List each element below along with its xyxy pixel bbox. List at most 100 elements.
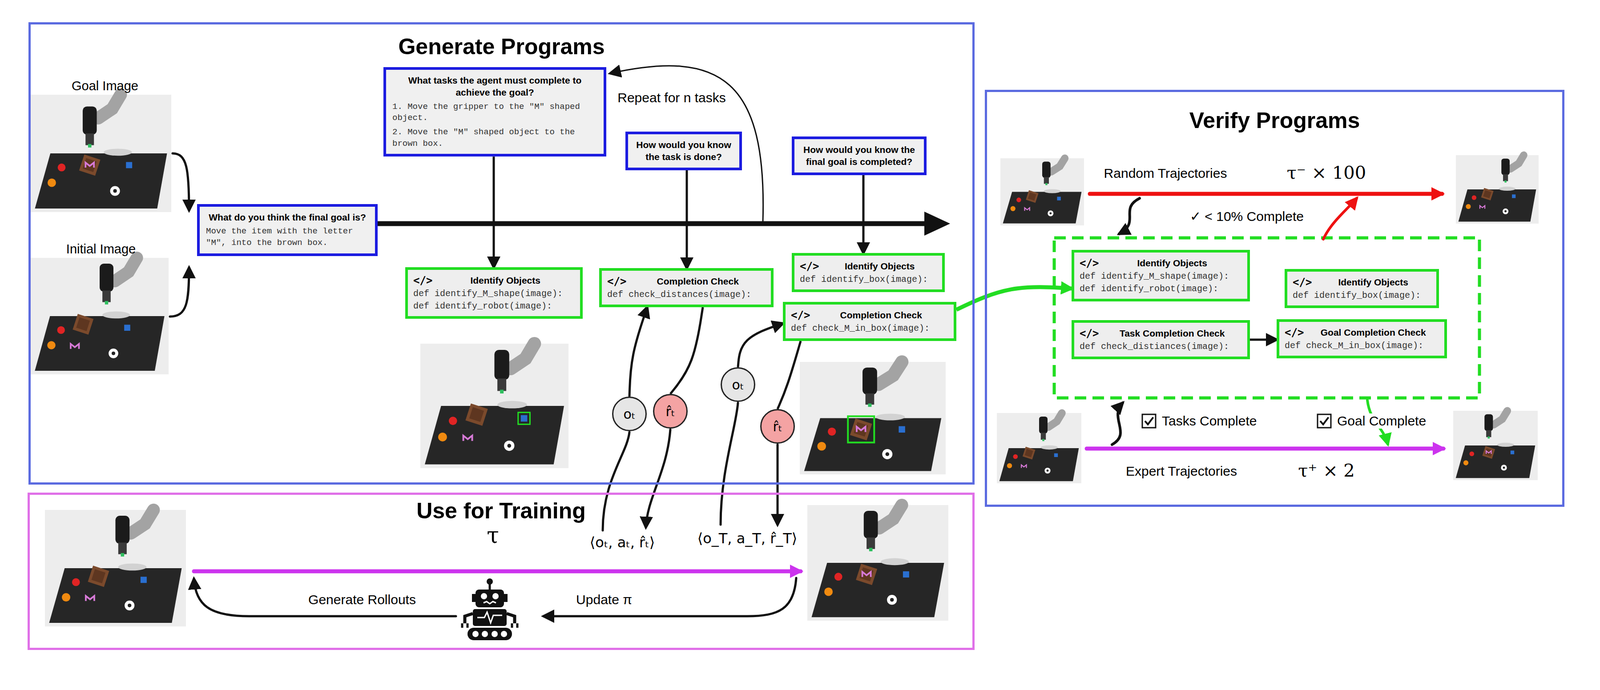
panel-frame: Use for Training [27, 492, 975, 651]
reward-line [645, 429, 671, 528]
ring-hole [885, 452, 890, 457]
robot-arm [1510, 155, 1524, 170]
white-ring [503, 440, 515, 452]
gripper-tip [1504, 180, 1507, 183]
red-object [834, 572, 843, 581]
brown-box-inside [859, 567, 874, 582]
code-icon: </> [799, 259, 819, 274]
blue-object [1511, 194, 1516, 198]
answer-text: Move the item with the letter "M", into … [205, 225, 369, 249]
orange-object [47, 341, 56, 350]
m-shaped-object [70, 344, 80, 350]
annotation-label: Random Trajectories [1102, 165, 1230, 182]
annotation-label: Initial Image [64, 241, 138, 257]
brown-box [1482, 446, 1496, 460]
detection-outline [518, 412, 531, 425]
robot-shadow [1499, 186, 1516, 191]
m-shaped-object [85, 162, 94, 168]
ring-hole [1503, 466, 1506, 469]
orange-object [817, 442, 827, 452]
blue-object [140, 576, 147, 584]
input-arrow [172, 153, 190, 211]
brown-box [465, 403, 488, 426]
m-shaped-object [856, 427, 866, 433]
blue-object [898, 426, 905, 433]
annotation-label: Goal Image [69, 78, 141, 94]
table-surface [1458, 189, 1537, 222]
red-object [57, 326, 65, 335]
question-text: What tasks the agent must complete to ac… [392, 74, 598, 99]
robot-link [1039, 416, 1048, 434]
question-box: What do you think the final goal is?Move… [197, 204, 378, 257]
code-title: Identify Objects [799, 259, 937, 274]
gripper-tip [499, 390, 504, 394]
robot-arm [878, 362, 903, 385]
table-surface [424, 406, 565, 465]
white-ring [124, 600, 135, 611]
circle-symbol: r̂ₜ [772, 419, 782, 435]
brown-box-inside [82, 157, 97, 173]
brown-box [72, 314, 94, 335]
brown-box-inside [1484, 448, 1493, 457]
orange-object [1010, 206, 1016, 212]
brown-box [1481, 188, 1494, 201]
robot-scene [44, 510, 186, 627]
table-surface [804, 418, 942, 472]
signal-circle: r̂ₜ [652, 394, 688, 429]
code-box: </>Completion Checkdef check_M_in_box(im… [782, 302, 957, 342]
robot-wheel [500, 631, 508, 638]
robot-head [475, 589, 504, 608]
robot-scene [30, 257, 169, 375]
checkbox [1142, 414, 1156, 428]
annotation-label: Generate Rollouts [306, 592, 418, 608]
robot-gripper [1043, 177, 1049, 184]
white-ring [110, 185, 121, 196]
robot-gripper [865, 393, 875, 405]
m-shaped-object [1021, 465, 1027, 469]
detection-outline [847, 416, 875, 443]
robot-shadow [875, 413, 906, 421]
generate-rollouts-arrow [193, 579, 456, 617]
code-line: def identify_M_shape(image): [413, 287, 575, 301]
code-icon: </> [1284, 325, 1304, 340]
brown-box [850, 418, 873, 441]
m-shaped-object [862, 572, 871, 577]
gripper-tip [869, 548, 873, 552]
robot-shadow [118, 564, 147, 572]
annotation-label: ⟨o_T, a_T, r̂_T⟩ [695, 530, 800, 548]
ring-hole [1046, 469, 1049, 472]
code-icon: </> [790, 308, 811, 323]
annotation-label: Repeat for n tasks [615, 90, 728, 106]
code-icon: </> [1079, 326, 1099, 341]
code-icon: </> [607, 274, 627, 289]
checkmark [1144, 417, 1154, 425]
gripper-tip [120, 553, 125, 557]
annotation-label: Tasks Complete [1160, 413, 1259, 429]
robot-arm [879, 505, 903, 529]
question-text: How would you know the final goal is com… [800, 143, 918, 169]
gripper-tip [868, 403, 872, 408]
input-arrow [169, 267, 190, 317]
code-box: </>Task Completion Checkdef check_distia… [1071, 320, 1250, 360]
brown-box-inside [91, 569, 106, 584]
panel-frame: Verify Programs</>Identify Objectsdef id… [984, 89, 1565, 508]
trajectory-input-arrow [1119, 198, 1140, 234]
reward-line [776, 444, 779, 525]
white-ring [886, 595, 897, 605]
robot-arm [98, 94, 121, 119]
robot-arm [130, 510, 154, 534]
robot-body [472, 609, 507, 627]
annotation-label: Expert Trajectories [1124, 463, 1239, 480]
red-object [1012, 454, 1018, 460]
robot-claw [462, 623, 468, 629]
scene-background [996, 413, 1082, 484]
code-box: </>Identify Objectsdef identify_M_shape(… [405, 267, 583, 319]
red-object [448, 416, 458, 426]
ring-hole [127, 604, 132, 608]
robot-mouth [483, 601, 496, 605]
panel-title: Verify Programs [987, 108, 1563, 134]
question-text: How would you know the task is done? [634, 138, 734, 164]
white-ring [108, 348, 119, 359]
table-surface [49, 568, 182, 624]
connector-arrow [685, 170, 689, 269]
